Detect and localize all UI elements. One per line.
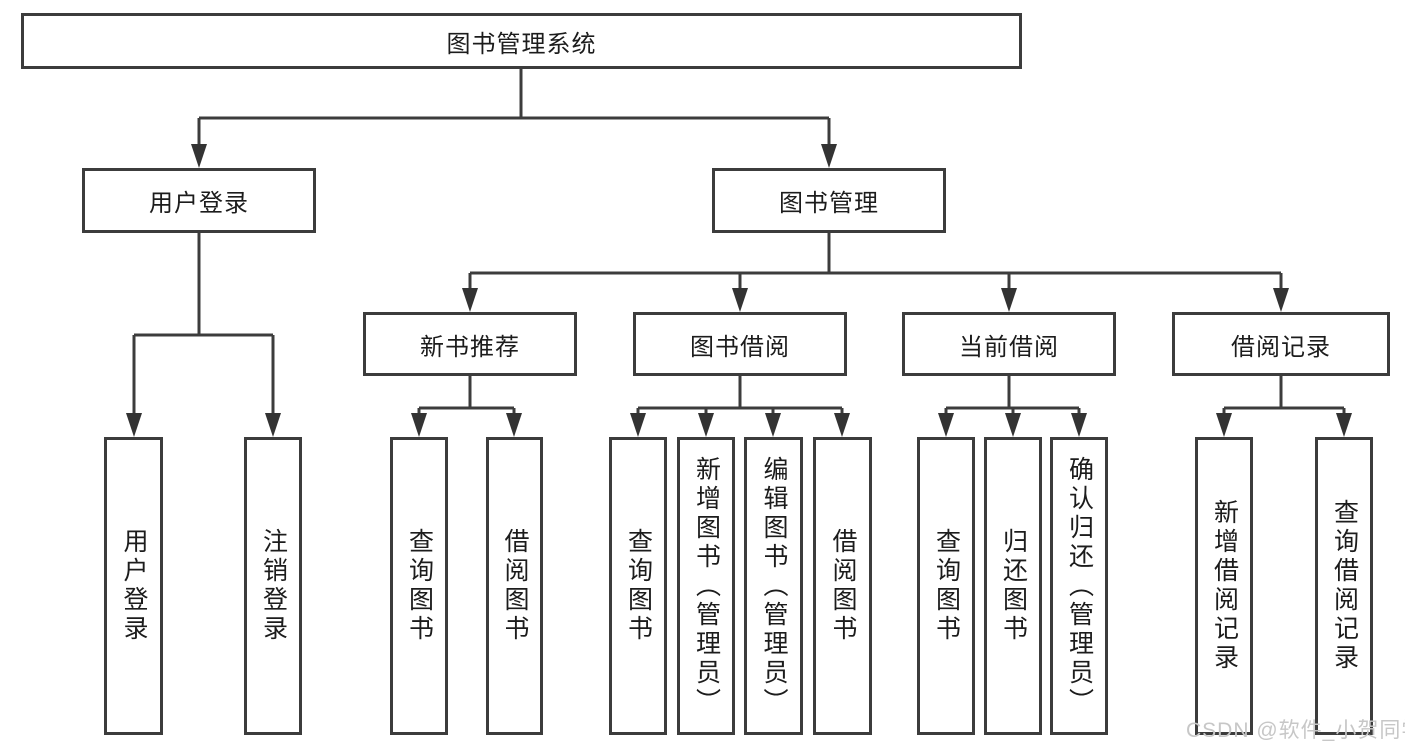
arrowhead-icon — [1336, 413, 1352, 437]
node-borrow-records: 借阅记录 — [1172, 312, 1390, 376]
node-user-login: 用户登录 — [82, 168, 316, 233]
leaf-user-login: 用户登录 — [104, 437, 163, 735]
leaf-add-borrow-record: 新增借阅记录 — [1195, 437, 1253, 735]
arrowhead-icon — [1071, 413, 1087, 437]
arrowhead-icon — [765, 413, 781, 437]
arrowhead-icon — [698, 413, 714, 437]
leaf-return-book: 归还图书 — [984, 437, 1042, 735]
connector-book-management-to-level3 — [462, 233, 1289, 312]
leaf-recommend-query-book: 查询图书 — [390, 437, 448, 735]
arrowhead-icon — [732, 288, 748, 312]
arrowhead-icon — [411, 413, 427, 437]
leaf-borrow-book: 借阅图书 — [813, 437, 872, 735]
arrowhead-icon — [265, 413, 281, 437]
arrowhead-icon — [462, 288, 478, 312]
arrowhead-icon — [191, 144, 207, 168]
connector-user-login-to-children — [126, 233, 281, 437]
node-book-management: 图书管理 — [712, 168, 946, 233]
arrowhead-icon — [1216, 413, 1232, 437]
node-library-management-system: 图书管理系统 — [21, 13, 1022, 69]
leaf-logout: 注销登录 — [244, 437, 302, 735]
arrowhead-icon — [1001, 288, 1017, 312]
leaf-current-query-book: 查询图书 — [917, 437, 975, 735]
arrowhead-icon — [938, 413, 954, 437]
csdn-watermark: CSDN @软件_小贺同学 — [1186, 719, 1405, 742]
leaf-edit-book-admin: 编辑图书（管理员） — [744, 437, 803, 735]
arrowhead-icon — [834, 413, 850, 437]
arrowhead-icon — [126, 413, 142, 437]
leaf-borrow-query-book: 查询图书 — [609, 437, 667, 735]
leaf-recommend-borrow-book: 借阅图书 — [486, 437, 543, 735]
leaf-query-borrow-record: 查询借阅记录 — [1315, 437, 1373, 735]
connector-borrow-records-to-children — [1216, 376, 1352, 437]
arrowhead-icon — [1005, 413, 1021, 437]
connector-current-borrow-to-children — [938, 376, 1087, 437]
arrowhead-icon — [630, 413, 646, 437]
connector-new-book-recommend-to-children — [411, 376, 522, 437]
arrowhead-icon — [821, 144, 837, 168]
node-new-book-recommend: 新书推荐 — [363, 312, 577, 376]
leaf-confirm-return-admin: 确认归还（管理员） — [1050, 437, 1108, 735]
leaf-add-book-admin: 新增图书（管理员） — [677, 437, 735, 735]
arrowhead-icon — [506, 413, 522, 437]
connector-root-to-level2 — [191, 69, 837, 168]
node-current-borrow: 当前借阅 — [902, 312, 1116, 376]
connector-book-borrow-to-children — [630, 376, 850, 437]
arrowhead-icon — [1273, 288, 1289, 312]
node-book-borrow: 图书借阅 — [633, 312, 847, 376]
